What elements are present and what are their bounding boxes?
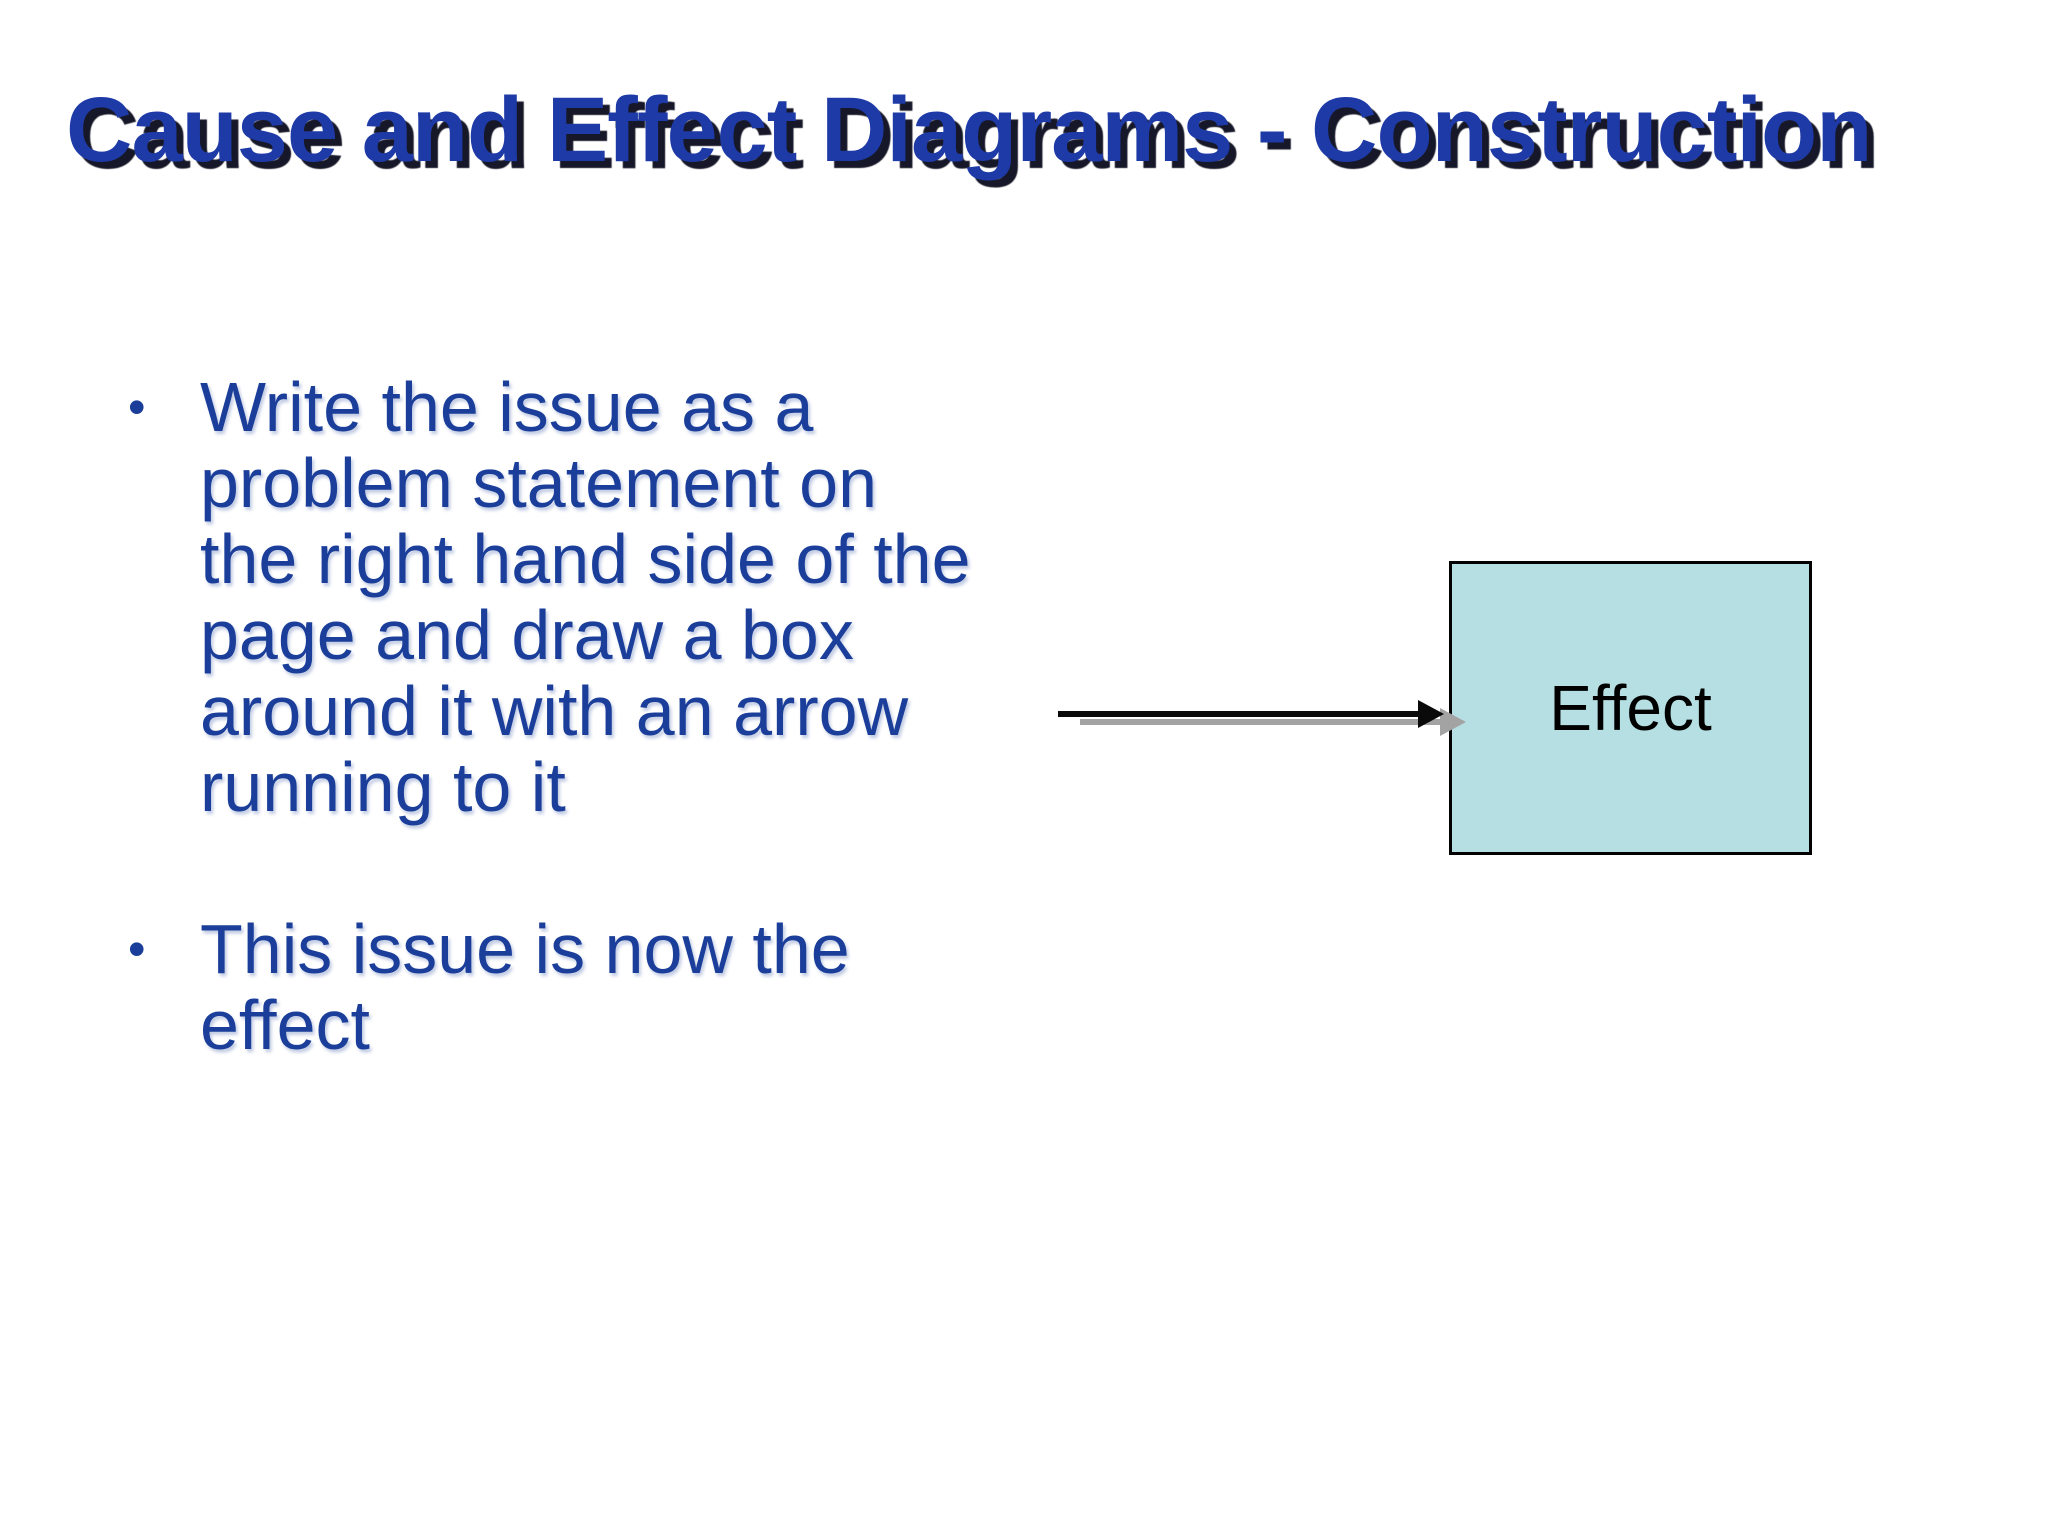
arrow-shadow: [1080, 719, 1442, 725]
bullet-list: • Write the issue as a problem statement…: [128, 369, 1088, 1063]
arrow-shadow-head-icon: [1440, 708, 1466, 736]
effect-box-label: Effect: [1549, 672, 1712, 744]
arrow-line: [1058, 711, 1420, 717]
bullet-dot-icon: •: [128, 379, 146, 435]
bullet-text-2: This issue is now the effect: [200, 910, 850, 1064]
bullet-item-1: • Write the issue as a problem statement…: [128, 369, 1088, 825]
bullet-dot-icon: •: [128, 921, 146, 977]
bullet-item-2: • This issue is now the effect: [128, 911, 1088, 1063]
effect-box: Effect: [1449, 561, 1812, 855]
arrow-head-icon: [1418, 700, 1444, 728]
slide-title: Cause and Effect Diagrams - Construction: [66, 79, 1872, 181]
bullet-text-1: Write the issue as a problem statement o…: [200, 368, 971, 826]
